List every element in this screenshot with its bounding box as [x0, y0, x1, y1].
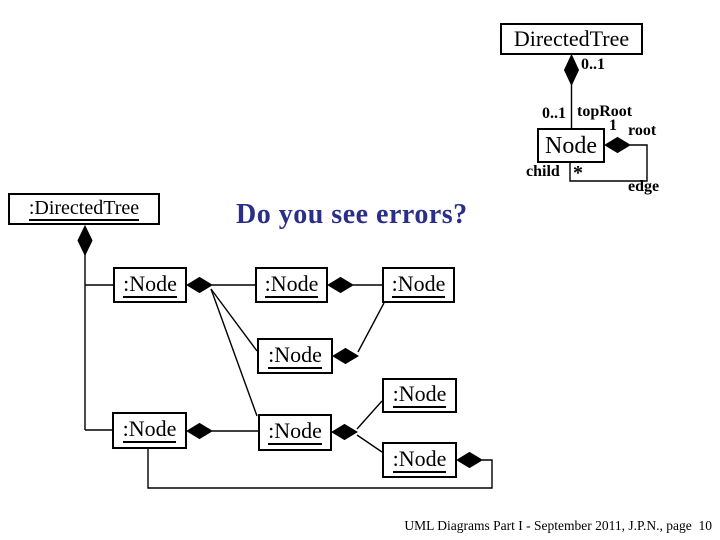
instance-box-node-1: :Node: [113, 267, 187, 303]
instance-box-node-3: :Node: [382, 267, 455, 303]
composition-diamond-icon: [186, 422, 213, 440]
instance-name-node: :Node: [268, 418, 322, 445]
instance-box-node-2: :Node: [255, 267, 328, 303]
composition-diamond-icon: [77, 224, 93, 257]
node-self-association-link: [569, 136, 648, 182]
instance-name-directedtree: :DirectedTree: [28, 196, 140, 221]
row3-links: [147, 400, 493, 489]
role-toproot: topRoot: [577, 103, 633, 120]
composition-diamond-icon: [327, 276, 354, 294]
role-root: root: [628, 122, 657, 139]
composition-diamond-icon: [563, 53, 580, 87]
association-name-edge: edge: [628, 178, 660, 195]
multiplicity-tree-node: 0..1: [581, 56, 605, 73]
class-name-node: Node: [545, 132, 597, 159]
instance-box-node-7: :Node: [258, 414, 332, 451]
row1-links: [186, 276, 385, 417]
row2-links: [332, 347, 359, 365]
slide-footer: UML Diagrams Part I - September 2011, J.…: [404, 518, 712, 533]
instance-name-node: :Node: [391, 270, 446, 298]
multiplicity-child: *: [573, 162, 583, 184]
slide-title: Do you see errors?: [236, 199, 468, 230]
role-child: child: [526, 163, 560, 180]
instance-box-directedtree: :DirectedTree: [8, 193, 160, 225]
composition-diamond-icon: [604, 136, 631, 154]
instance-box-node-5: :Node: [382, 378, 457, 413]
class-box-node: Node: [537, 128, 605, 163]
instance-box-node-8: :Node: [382, 442, 457, 478]
multiplicity-root: 1: [609, 117, 617, 134]
instance-name-node: :Node: [123, 270, 177, 298]
instance-name-node: :Node: [268, 341, 322, 369]
composition-diamond-icon: [186, 276, 213, 294]
tree-node-composition-link: [563, 53, 580, 128]
class-box-directedtree: DirectedTree: [500, 23, 643, 55]
instance-name-node: :Node: [264, 270, 319, 298]
instance-box-node-4: :Node: [257, 338, 333, 374]
instance-box-node-6: :Node: [112, 412, 187, 449]
multiplicity-toproot: 0..1: [542, 105, 566, 122]
instance-name-node: :Node: [392, 381, 447, 408]
instance-name-node: :Node: [392, 445, 447, 473]
composition-diamond-icon: [331, 423, 358, 441]
tree-instance-links: [77, 224, 113, 431]
instance-name-node: :Node: [122, 416, 177, 443]
composition-diamond-icon: [332, 347, 359, 365]
class-name-directedtree: DirectedTree: [513, 26, 630, 51]
composition-diamond-icon: [456, 451, 483, 469]
